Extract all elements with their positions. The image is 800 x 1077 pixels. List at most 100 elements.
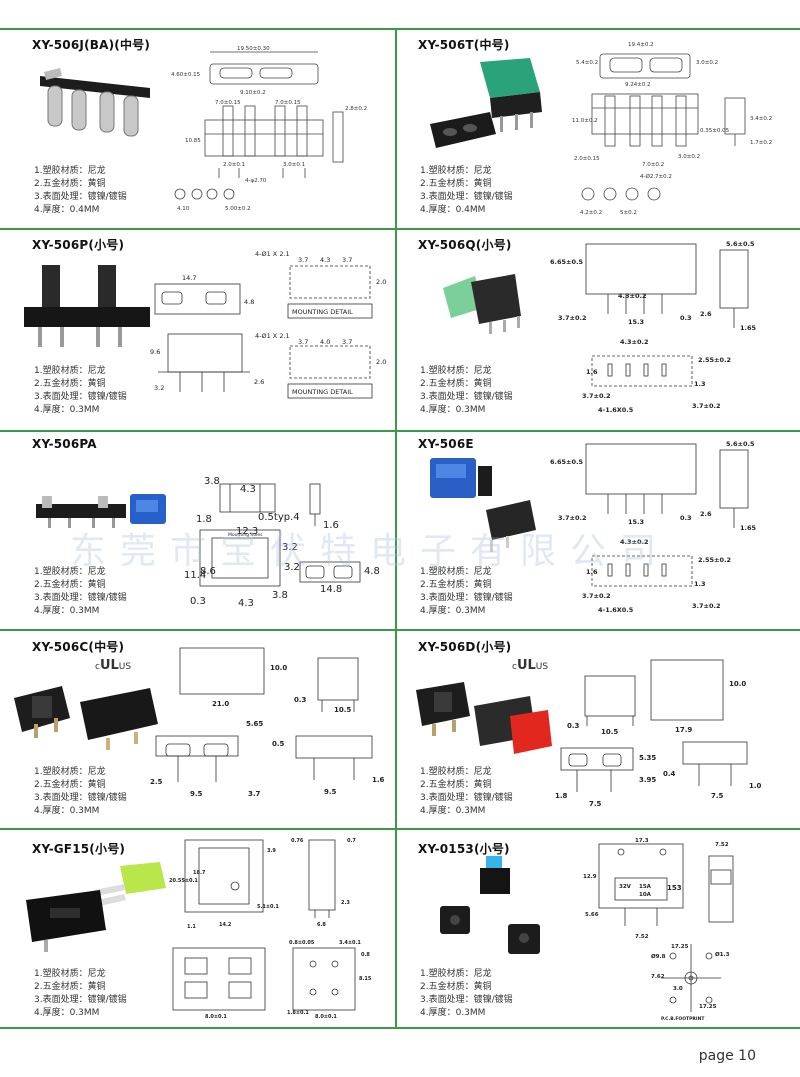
dim-label: 5.6±0.5 (726, 440, 755, 448)
dim-label: 7.62 (651, 974, 665, 980)
dim-label: 4.60±0.15 (171, 72, 201, 78)
spec-list: 1.塑胶材质：尼龙 2.五金材质：黄铜 3.表面处理：镀镍/镀锡 4.厚度：0.… (420, 766, 513, 818)
mounting-holes-label: Mounting holes (228, 532, 263, 538)
spec-list: 1.塑胶材质：尼龙 2.五金材质：黄铜 3.表面处理：镀镍/镀锡 4.厚度：0.… (34, 968, 127, 1020)
dim-label: 2.0±0.1 (223, 162, 245, 168)
product-photo-gf15 (26, 862, 166, 952)
product-photo-506pa (36, 494, 166, 528)
drawing-506c: 10.0 21.0 0.3 10.5 5.65 0.5 2.5 9.5 3.7 … (150, 647, 385, 798)
fuse-model-label: 153 (667, 884, 682, 892)
dim-label: 6.65±0.5 (550, 258, 583, 266)
dim-label: 9.6 (150, 348, 160, 356)
dim-label: 3.95 (639, 776, 656, 784)
spec-list: 1.塑胶材质：尼龙 2.五金材质：黄铜 3.表面处理：镀镍/镀锡 4.厚度：0.… (420, 968, 513, 1020)
dim-label: 8.0±0.1 (205, 1014, 227, 1020)
spec-list: 1.塑胶材质：尼龙 2.五金材质：黄铜 3.表面处理：镀镍/镀锡 4.厚度：0.… (420, 566, 513, 618)
dim-label: 4.3±0.2 (620, 338, 648, 346)
dim-label: 5.1±0.1 (257, 904, 279, 910)
product-cell-506q: XY-506Q(小号) (418, 236, 788, 253)
dim-label: 10.0 (270, 664, 287, 672)
dim-label: 2.6 (700, 310, 712, 318)
product-title: XY-506C(中号) (32, 640, 125, 654)
dim-label: 4-Ø1 X 2.1 (255, 332, 290, 340)
dim-label: 2.55±0.2 (698, 556, 731, 564)
dim-label: 9.10±0.2 (240, 90, 266, 96)
dim-label: 4-1.6X0.5 (598, 606, 634, 614)
drawing-506pa: 3.8 4.3 0.5typ.4 1.6 1.8 Mounting holes … (184, 476, 380, 609)
dim-label: 20.55±0.1 (169, 878, 198, 884)
dim-label: 3.7±0.2 (582, 592, 610, 600)
spec-material-metal: 2.五金材质：黄铜 (420, 780, 492, 790)
dim-label: 3.7±0.2 (558, 314, 586, 322)
drawing-gf15: 3.9 0.76 0.7 18.7 20.55±0.1 5.1±0.1 1.1 … (169, 838, 372, 1020)
product-cell-506j: XY-506J(BA)(中号) (32, 36, 402, 53)
spec-material-metal: 2.五金材质：黄铜 (420, 580, 492, 590)
dim-label: 3.0±0.1 (283, 162, 305, 168)
dim-label: 4.3 (240, 484, 256, 495)
product-title: XY-506Q(小号) (418, 238, 512, 252)
dim-label: 2.6 (700, 510, 712, 518)
dim-label: 3.7 (298, 338, 308, 346)
dim-label: 0.3 (680, 314, 692, 322)
pcb-footprint-label: P.C.B.FOOTPRINT (661, 1016, 705, 1022)
dim-label: 17.3 (635, 838, 649, 844)
row-divider (0, 629, 800, 631)
dim-label: 2.5 (150, 778, 163, 786)
dim-label: 3.0 (673, 986, 683, 992)
row-divider (0, 228, 800, 230)
dim-label: 3.7±0.2 (582, 392, 610, 400)
dim-label: 5.00±0.2 (225, 206, 251, 212)
fuse-rating-label: 32V (619, 884, 632, 890)
dim-label: 3.7 (342, 256, 352, 264)
dim-label: 0.8 (361, 952, 370, 958)
spec-material-plastic: 1.塑胶材质：尼龙 (34, 166, 106, 176)
dim-label: 6.65±0.5 (550, 458, 583, 466)
spec-material-plastic: 1.塑胶材质：尼龙 (34, 567, 106, 577)
drawing-506q: 6.65±0.5 5.6±0.5 4.3±0.2 3.7±0.2 15.3 0.… (550, 240, 757, 414)
dim-label: 1.6 (586, 568, 598, 576)
dim-label: 0.3 (190, 596, 206, 607)
row-divider (0, 430, 800, 432)
spec-list: 1.塑胶材质：尼龙 2.五金材质：黄铜 3.表面处理：镀镍/镀锡 4.厚度：0.… (34, 165, 127, 217)
dim-label: 1.65 (740, 324, 757, 332)
dim-label: 12.3 (236, 526, 258, 537)
top-rule (0, 28, 800, 30)
spec-material-metal: 2.五金材质：黄铜 (34, 982, 106, 992)
drawing-506d: 10.0 17.9 0.3 10.5 5.35 3.95 0.4 1.8 7.5… (555, 659, 762, 808)
dim-label: 15.3 (628, 318, 644, 326)
spec-material-plastic: 1.塑胶材质：尼龙 (34, 767, 106, 777)
spec-surface: 3.表面处理：镀镍/镀锡 (420, 593, 513, 603)
spec-thickness: 4.厚度：0.3MM (420, 1008, 486, 1018)
dim-label: 17.25 (699, 1004, 717, 1010)
dim-label: 1.0 (749, 782, 762, 790)
dim-label: 8.15 (359, 976, 372, 982)
dim-label: 3.7±0.2 (558, 514, 586, 522)
ul-mark: cULUS (95, 658, 132, 673)
drawing-0153: 17.3 7.52 12.9 32V 15A 10A 153 5.66 7.52… (583, 838, 734, 1022)
dim-label: 1.8 (196, 514, 212, 525)
dim-label: 3.8 (272, 590, 288, 601)
spec-material-plastic: 1.塑胶材质：尼龙 (34, 969, 106, 979)
dim-label: 3.0±0.2 (678, 154, 700, 160)
dim-label: 3.7 (298, 256, 308, 264)
dim-label: 3.8 (204, 476, 220, 487)
spec-material-metal: 2.五金材质：黄铜 (34, 580, 106, 590)
dim-label: 4.8 (364, 566, 380, 577)
dim-label: 3.2 (282, 542, 298, 553)
dim-label: 5.4±0.2 (576, 60, 598, 66)
dim-label: 3.4±0.1 (339, 940, 361, 946)
spec-thickness: 4.厚度：0.4MM (420, 205, 486, 215)
spec-material-plastic: 1.塑胶材质：尼龙 (420, 767, 492, 777)
dim-label: 7.0±0.15 (215, 100, 241, 106)
dim-label: 4.2±0.2 (580, 210, 602, 216)
product-title: XY-GF15(小号) (32, 842, 126, 856)
dim-label: 8.0±0.1 (315, 1014, 337, 1020)
dim-label: 0.3 (680, 514, 692, 522)
dim-label: 7.5 (711, 792, 724, 800)
dim-label: 15.3 (628, 518, 644, 526)
dim-label: 0.8±0.05 (289, 940, 315, 946)
spec-surface: 3.表面处理：镀镍/镀锡 (34, 392, 127, 402)
company-watermark: 东莞市宝伏特电子有限公司 (70, 531, 671, 572)
ul-mark: cULUS (512, 658, 549, 673)
product-title: XY-0153(小号) (418, 842, 510, 856)
